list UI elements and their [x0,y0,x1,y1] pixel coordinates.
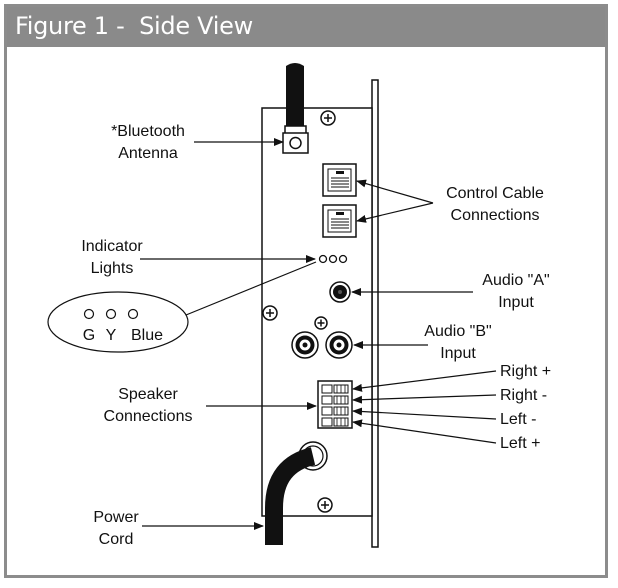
screw-bottom-icon [317,497,333,513]
power-cord-label-line2: Cord [99,531,134,548]
bluetooth-label-line2: Antenna [118,145,178,162]
indicator-label-line2: Lights [91,260,134,277]
control-port-1-icon [322,163,357,197]
bluetooth-label-line1: *Bluetooth [111,123,185,140]
speaker-label-line2: Connections [104,408,193,425]
power-cord-label-line1: Power [93,509,139,526]
screw-top-icon [320,110,336,126]
right-minus-label: Right - [500,387,547,404]
audio-b-label-line1: Audio "B" [424,323,491,340]
audio-a-label-line2: Input [498,294,534,311]
light-y-label: Y [106,327,117,344]
control-cable-label-line1: Control Cable [446,185,544,202]
screw-left-icon [262,305,278,321]
light-blue-label: Blue [131,327,163,344]
bluetooth-antenna-icon [282,63,309,154]
indicator-label-line1: Indicator [81,238,143,255]
control-port-2-icon [322,204,357,238]
indicator-lights-callout: G Y Blue [47,291,189,353]
left-plus-label: Left + [500,435,540,452]
power-cord-icon [265,447,316,545]
mounting-plate [371,79,379,548]
control-cable-label-line2: Connections [451,207,540,224]
speaker-label-line1: Speaker [118,386,178,403]
left-minus-label: Left - [500,411,536,428]
audio-b-label-line2: Input [440,345,476,362]
figure-title: Figure 1 - Side View [15,12,253,40]
audio-b-jacks-icon [291,331,353,359]
speaker-terminal-block-icon [317,380,353,429]
audio-a-jack-icon [329,281,351,303]
right-plus-label: Right + [500,363,551,380]
leader-lines [140,138,497,530]
figure-title-bar: Figure 1 - Side View [7,7,605,47]
audio-a-label-line1: Audio "A" [482,272,549,289]
light-g-label: G [83,327,95,344]
screw-center-icon [314,316,328,330]
indicator-lights-icon [318,254,348,264]
